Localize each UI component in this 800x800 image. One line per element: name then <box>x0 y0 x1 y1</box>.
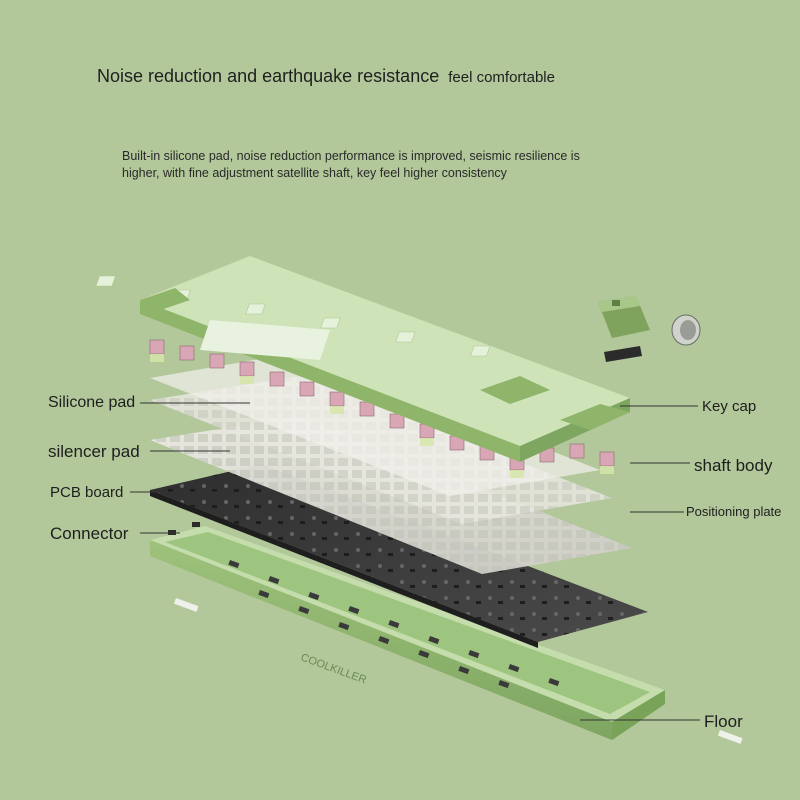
headline-subtitle: feel comfortable <box>448 69 555 86</box>
headline: Noise reduction and earthquake resistanc… <box>97 66 555 87</box>
pcb-board <box>150 464 648 648</box>
switch-row <box>149 339 615 478</box>
label-shaft-body: shaft body <box>694 456 773 475</box>
case-logo: COOLKILLER <box>299 652 368 687</box>
label-key-cap: Key cap <box>702 398 757 415</box>
label-connector: Connector <box>50 524 129 543</box>
headline-title: Noise reduction and earthquake resistanc… <box>97 66 440 86</box>
bottom-case: COOLKILLER <box>150 526 743 744</box>
label-silencer-pad: silencer pad <box>48 442 140 461</box>
label-pcb-board: PCB board <box>50 484 124 501</box>
knob-assembly <box>598 296 701 362</box>
description-text: Built-in silicone pad, noise reduction p… <box>122 149 580 180</box>
label-silicone-pad: Silicone pad <box>48 394 136 411</box>
label-positioning-plate: Positioning plate <box>686 504 782 519</box>
label-floor: Floor <box>704 712 743 731</box>
keycap-set <box>95 256 630 462</box>
leader-lines <box>130 402 700 721</box>
